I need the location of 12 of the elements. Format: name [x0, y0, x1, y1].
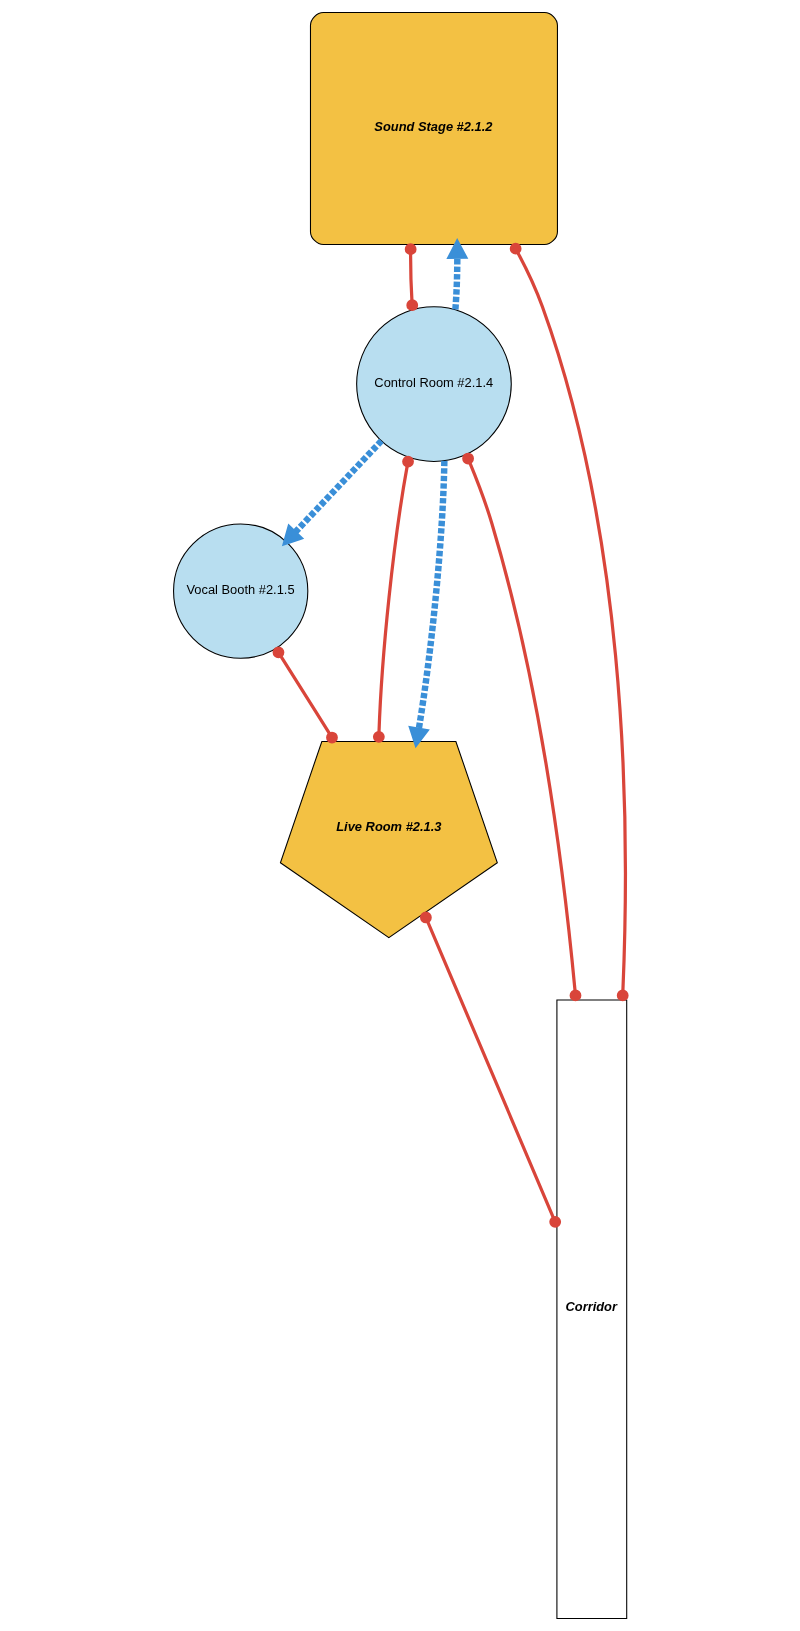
- arrow: [281, 438, 384, 547]
- connector: [462, 452, 582, 1002]
- connector: [419, 911, 562, 1228]
- arrow: [446, 237, 469, 310]
- arrow: [408, 460, 448, 749]
- node-box: Corridor: [556, 999, 628, 1619]
- node-circle: Control Room #2.1.4: [356, 306, 512, 462]
- connector: [372, 455, 414, 743]
- connector: [272, 646, 338, 744]
- connector: [509, 242, 629, 1002]
- connector: [404, 243, 419, 312]
- node-box: Sound Stage #2.1.2: [309, 12, 558, 246]
